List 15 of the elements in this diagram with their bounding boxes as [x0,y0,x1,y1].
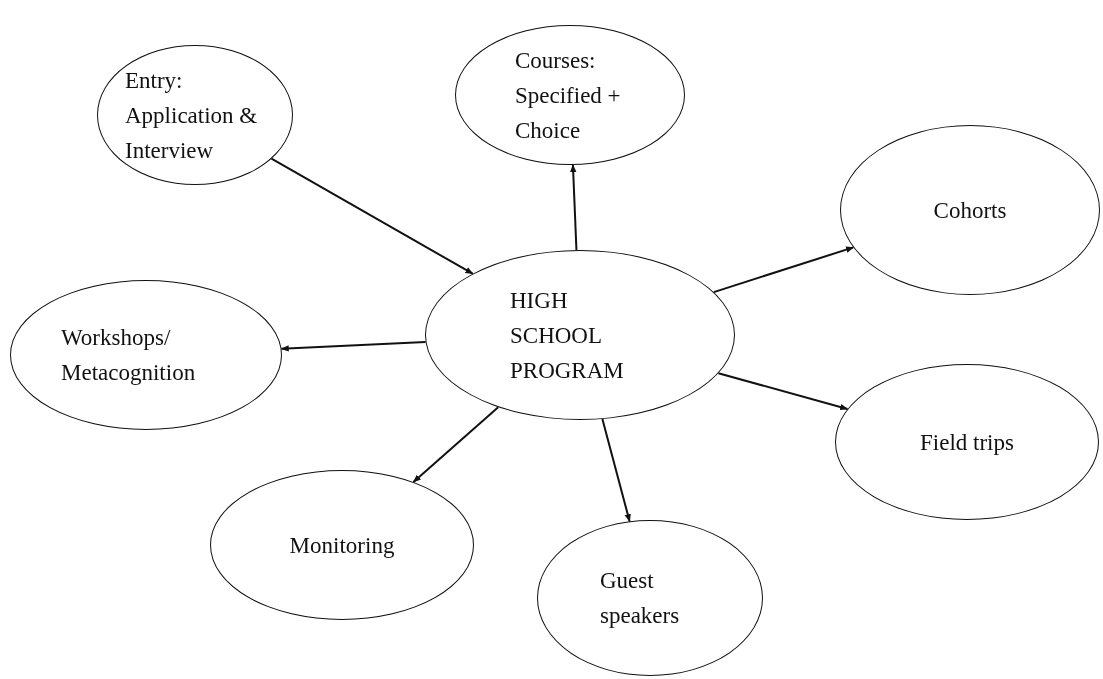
arrow [570,164,578,251]
node-label: Workshops/ Metacognition [61,324,197,387]
arrow [412,406,500,483]
arrow [280,341,427,352]
node-label: Monitoring [289,531,395,560]
node-label: Entry: Application & Interview [125,66,259,165]
node-label: Courses: Specified + Choice [515,46,622,145]
arrow [601,418,631,523]
arrow [717,372,849,411]
node-label: Guest speakers [600,567,681,630]
node-label: Cohorts [933,196,1007,225]
node-label: Field trips [920,428,1014,457]
arrow [712,246,855,294]
arrow [270,157,474,275]
node-label: HIGH SCHOOL PROGRAM [510,286,625,385]
